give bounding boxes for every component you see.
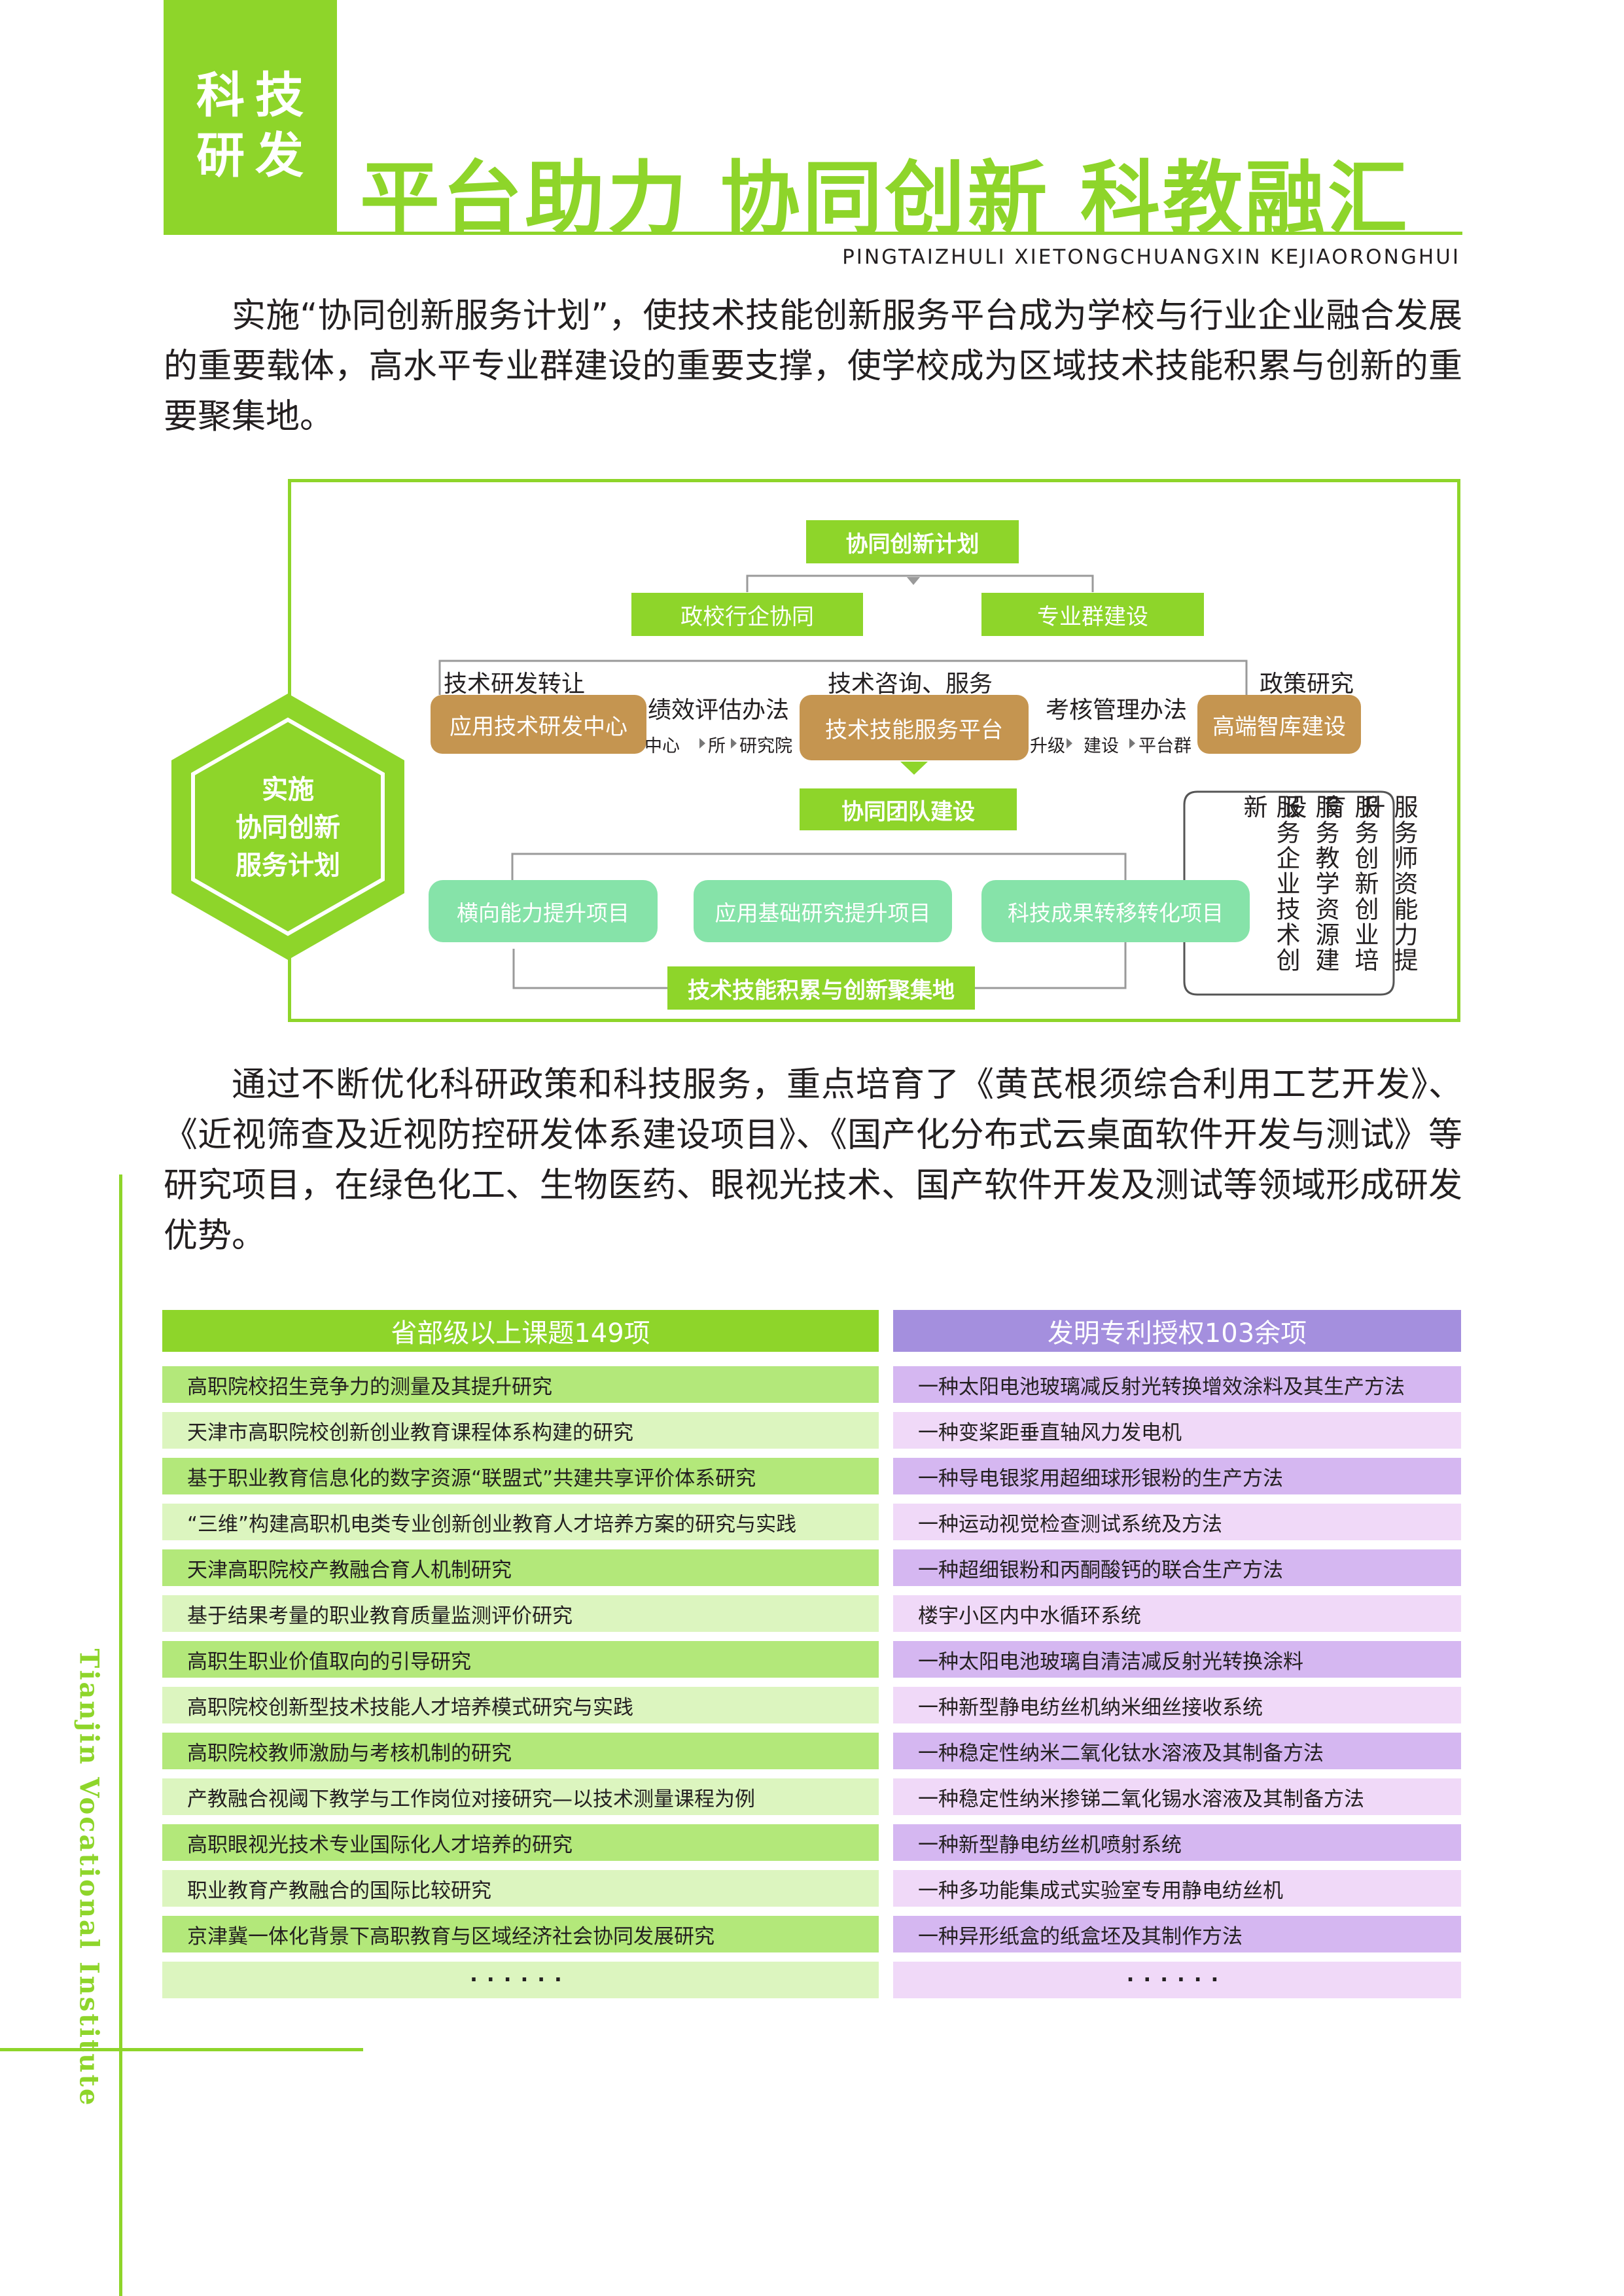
research-paragraph: 通过不断优化科研政策和科技服务，重点培育了《黄芪根须综合利用工艺开发》、《近视筛… bbox=[164, 1065, 1462, 1256]
table-row: 京津冀一体化背景下高职教育与区域经济社会协同发展研究 bbox=[162, 1916, 879, 1952]
margin-institute-text: Tianjin Vocational Institute bbox=[73, 1648, 105, 2108]
table-row: “三维”构建高职机电类专业创新创业教育人才培养方案的研究与实践 bbox=[162, 1504, 879, 1540]
table-row: 一种运动视觉检查测试系统及方法 bbox=[893, 1504, 1461, 1540]
table-row: 天津高职院校产教融合育人机制研究 bbox=[162, 1549, 879, 1586]
sublabel-upgrade: 升级 bbox=[1030, 736, 1065, 756]
label-tech-transfer: 技术研发转让 bbox=[444, 671, 586, 698]
intro-paragraph: 实施“协同创新服务计划”，使技术技能创新服务平台成为学校与行业企业融合发展的重要… bbox=[164, 296, 1462, 436]
page-subtitle: PINGTAIZHULI XIETONGCHUANGXIN KEJIAORONG… bbox=[842, 245, 1460, 269]
node-transfer-project: 科技成果转移转化项目 bbox=[981, 880, 1250, 942]
label-tech-consult: 技术咨询、服务 bbox=[828, 671, 993, 698]
column-enterprise-tech: 服务企业技术创新 bbox=[1239, 794, 1300, 973]
hexagon-inner-line bbox=[191, 717, 385, 936]
column-teacher-capacity: 服务师资能力提升 bbox=[1357, 794, 1418, 973]
margin-horizontal-line bbox=[0, 2048, 363, 2051]
section-tag: 科技 研发 bbox=[196, 67, 314, 184]
projects-table-body: 高职院校招生竞争力的测量及其提升研究天津市高职院校创新创业教育课程体系构建的研究… bbox=[162, 1366, 879, 1998]
table-row: 一种稳定性纳米掺锑二氧化锡水溶液及其制备方法 bbox=[893, 1778, 1461, 1815]
node-applied-basic-project: 应用基础研究提升项目 bbox=[694, 880, 952, 942]
table-row: 高职院校招生竞争力的测量及其提升研究 bbox=[162, 1366, 879, 1403]
table-row: 一种异形纸盒的纸盒坯及其制作方法 bbox=[893, 1916, 1461, 1952]
table-row: ······ bbox=[162, 1962, 879, 1998]
table-row: ······ bbox=[893, 1962, 1461, 1998]
table-row: 产教融合视阈下教学与工作岗位对接研究—以技术测量课程为例 bbox=[162, 1778, 879, 1815]
hexagon-label: 实施 协同创新 服务计划 bbox=[236, 775, 340, 881]
table-row: 高职院校教师激励与考核机制的研究 bbox=[162, 1733, 879, 1769]
label-assessment-method: 考核管理办法 bbox=[1046, 697, 1188, 724]
table-row: 高职眼视光技术专业国际化人才培养的研究 bbox=[162, 1824, 879, 1861]
pointer-platform bbox=[900, 762, 928, 775]
table-row: 高职院校创新型技术技能人才培养模式研究与实践 bbox=[162, 1687, 879, 1723]
title-rule bbox=[164, 232, 1462, 235]
sublabel-institute: 所 bbox=[708, 736, 726, 756]
table-row: 一种太阳电池玻璃减反射光转换增效涂料及其生产方法 bbox=[893, 1366, 1461, 1403]
table-row: 一种超细银粉和丙酮酸钙的联合生产方法 bbox=[893, 1549, 1461, 1586]
column-teaching-resources: 服务教学资源建设 bbox=[1279, 794, 1339, 973]
node-gov-school: 政校行企协同 bbox=[631, 593, 863, 636]
label-performance-method: 绩效评估办法 bbox=[648, 697, 790, 724]
margin-vertical-line bbox=[119, 1174, 122, 2296]
sublabel-platform-group: 平台群 bbox=[1139, 736, 1192, 756]
header-green-block bbox=[164, 0, 337, 232]
projects-table: 省部级以上课题149项 高职院校招生竞争力的测量及其提升研究天津市高职院校创新创… bbox=[162, 1310, 879, 1998]
pointer-top bbox=[907, 577, 920, 585]
patents-table: 发明专利授权103余项 一种太阳电池玻璃减反射光转换增效涂料及其生产方法一种变桨… bbox=[893, 1310, 1461, 1998]
table-row: 一种多功能集成式实验室专用静电纺丝机 bbox=[893, 1870, 1461, 1907]
table-row: 一种太阳电池玻璃自清洁减反射光转换涂料 bbox=[893, 1641, 1461, 1678]
table-row: 职业教育产教融合的国际比较研究 bbox=[162, 1870, 879, 1907]
table-row: 一种导电银浆用超细球形银粉的生产方法 bbox=[893, 1458, 1461, 1494]
node-service-platform: 技术技能服务平台 bbox=[800, 695, 1029, 760]
table-row: 一种新型静电纺丝机喷射系统 bbox=[893, 1824, 1461, 1861]
table-row: 一种新型静电纺丝机纳米细丝接收系统 bbox=[893, 1687, 1461, 1723]
table-row: 高职生职业价值取向的引导研究 bbox=[162, 1641, 879, 1678]
node-applied-rnd-center: 应用技术研发中心 bbox=[431, 695, 646, 754]
node-horizontal-project: 横向能力提升项目 bbox=[429, 880, 658, 942]
table-row: 基于职业教育信息化的数字资源“联盟式”共建共享评价体系研究 bbox=[162, 1458, 879, 1494]
table-row: 一种变桨距垂直轴风力发电机 bbox=[893, 1412, 1461, 1449]
node-accumulation-hub: 技术技能积累与创新聚集地 bbox=[667, 966, 975, 1010]
sublabel-research-academy: 研究院 bbox=[739, 736, 792, 756]
table-row: 天津市高职院校创新创业教育课程体系构建的研究 bbox=[162, 1412, 879, 1449]
node-collab-plan: 协同创新计划 bbox=[806, 520, 1019, 563]
column-innovation: 服务创新创业培育 bbox=[1318, 794, 1379, 973]
projects-table-header: 省部级以上课题149项 bbox=[162, 1310, 879, 1352]
table-row: 基于结果考量的职业教育质量监测评价研究 bbox=[162, 1595, 879, 1632]
node-team-building: 协同团队建设 bbox=[800, 788, 1017, 830]
patents-table-body: 一种太阳电池玻璃减反射光转换增效涂料及其生产方法一种变桨距垂直轴风力发电机一种导… bbox=[893, 1366, 1461, 1998]
label-policy-research: 政策研究 bbox=[1260, 671, 1354, 698]
sublabel-center: 中心 bbox=[644, 736, 680, 756]
table-row: 楼宇小区内中水循环系统 bbox=[893, 1595, 1461, 1632]
sublabel-build: 建设 bbox=[1084, 736, 1119, 756]
page-title: 平台助力 协同创新 科教融汇 bbox=[360, 152, 1410, 245]
node-think-tank: 高端智库建设 bbox=[1197, 695, 1361, 754]
table-row: 一种稳定性纳米二氧化钛水溶液及其制备方法 bbox=[893, 1733, 1461, 1769]
patents-table-header: 发明专利授权103余项 bbox=[893, 1310, 1461, 1352]
node-major-group: 专业群建设 bbox=[981, 593, 1204, 636]
hexagon-outer bbox=[171, 694, 404, 960]
